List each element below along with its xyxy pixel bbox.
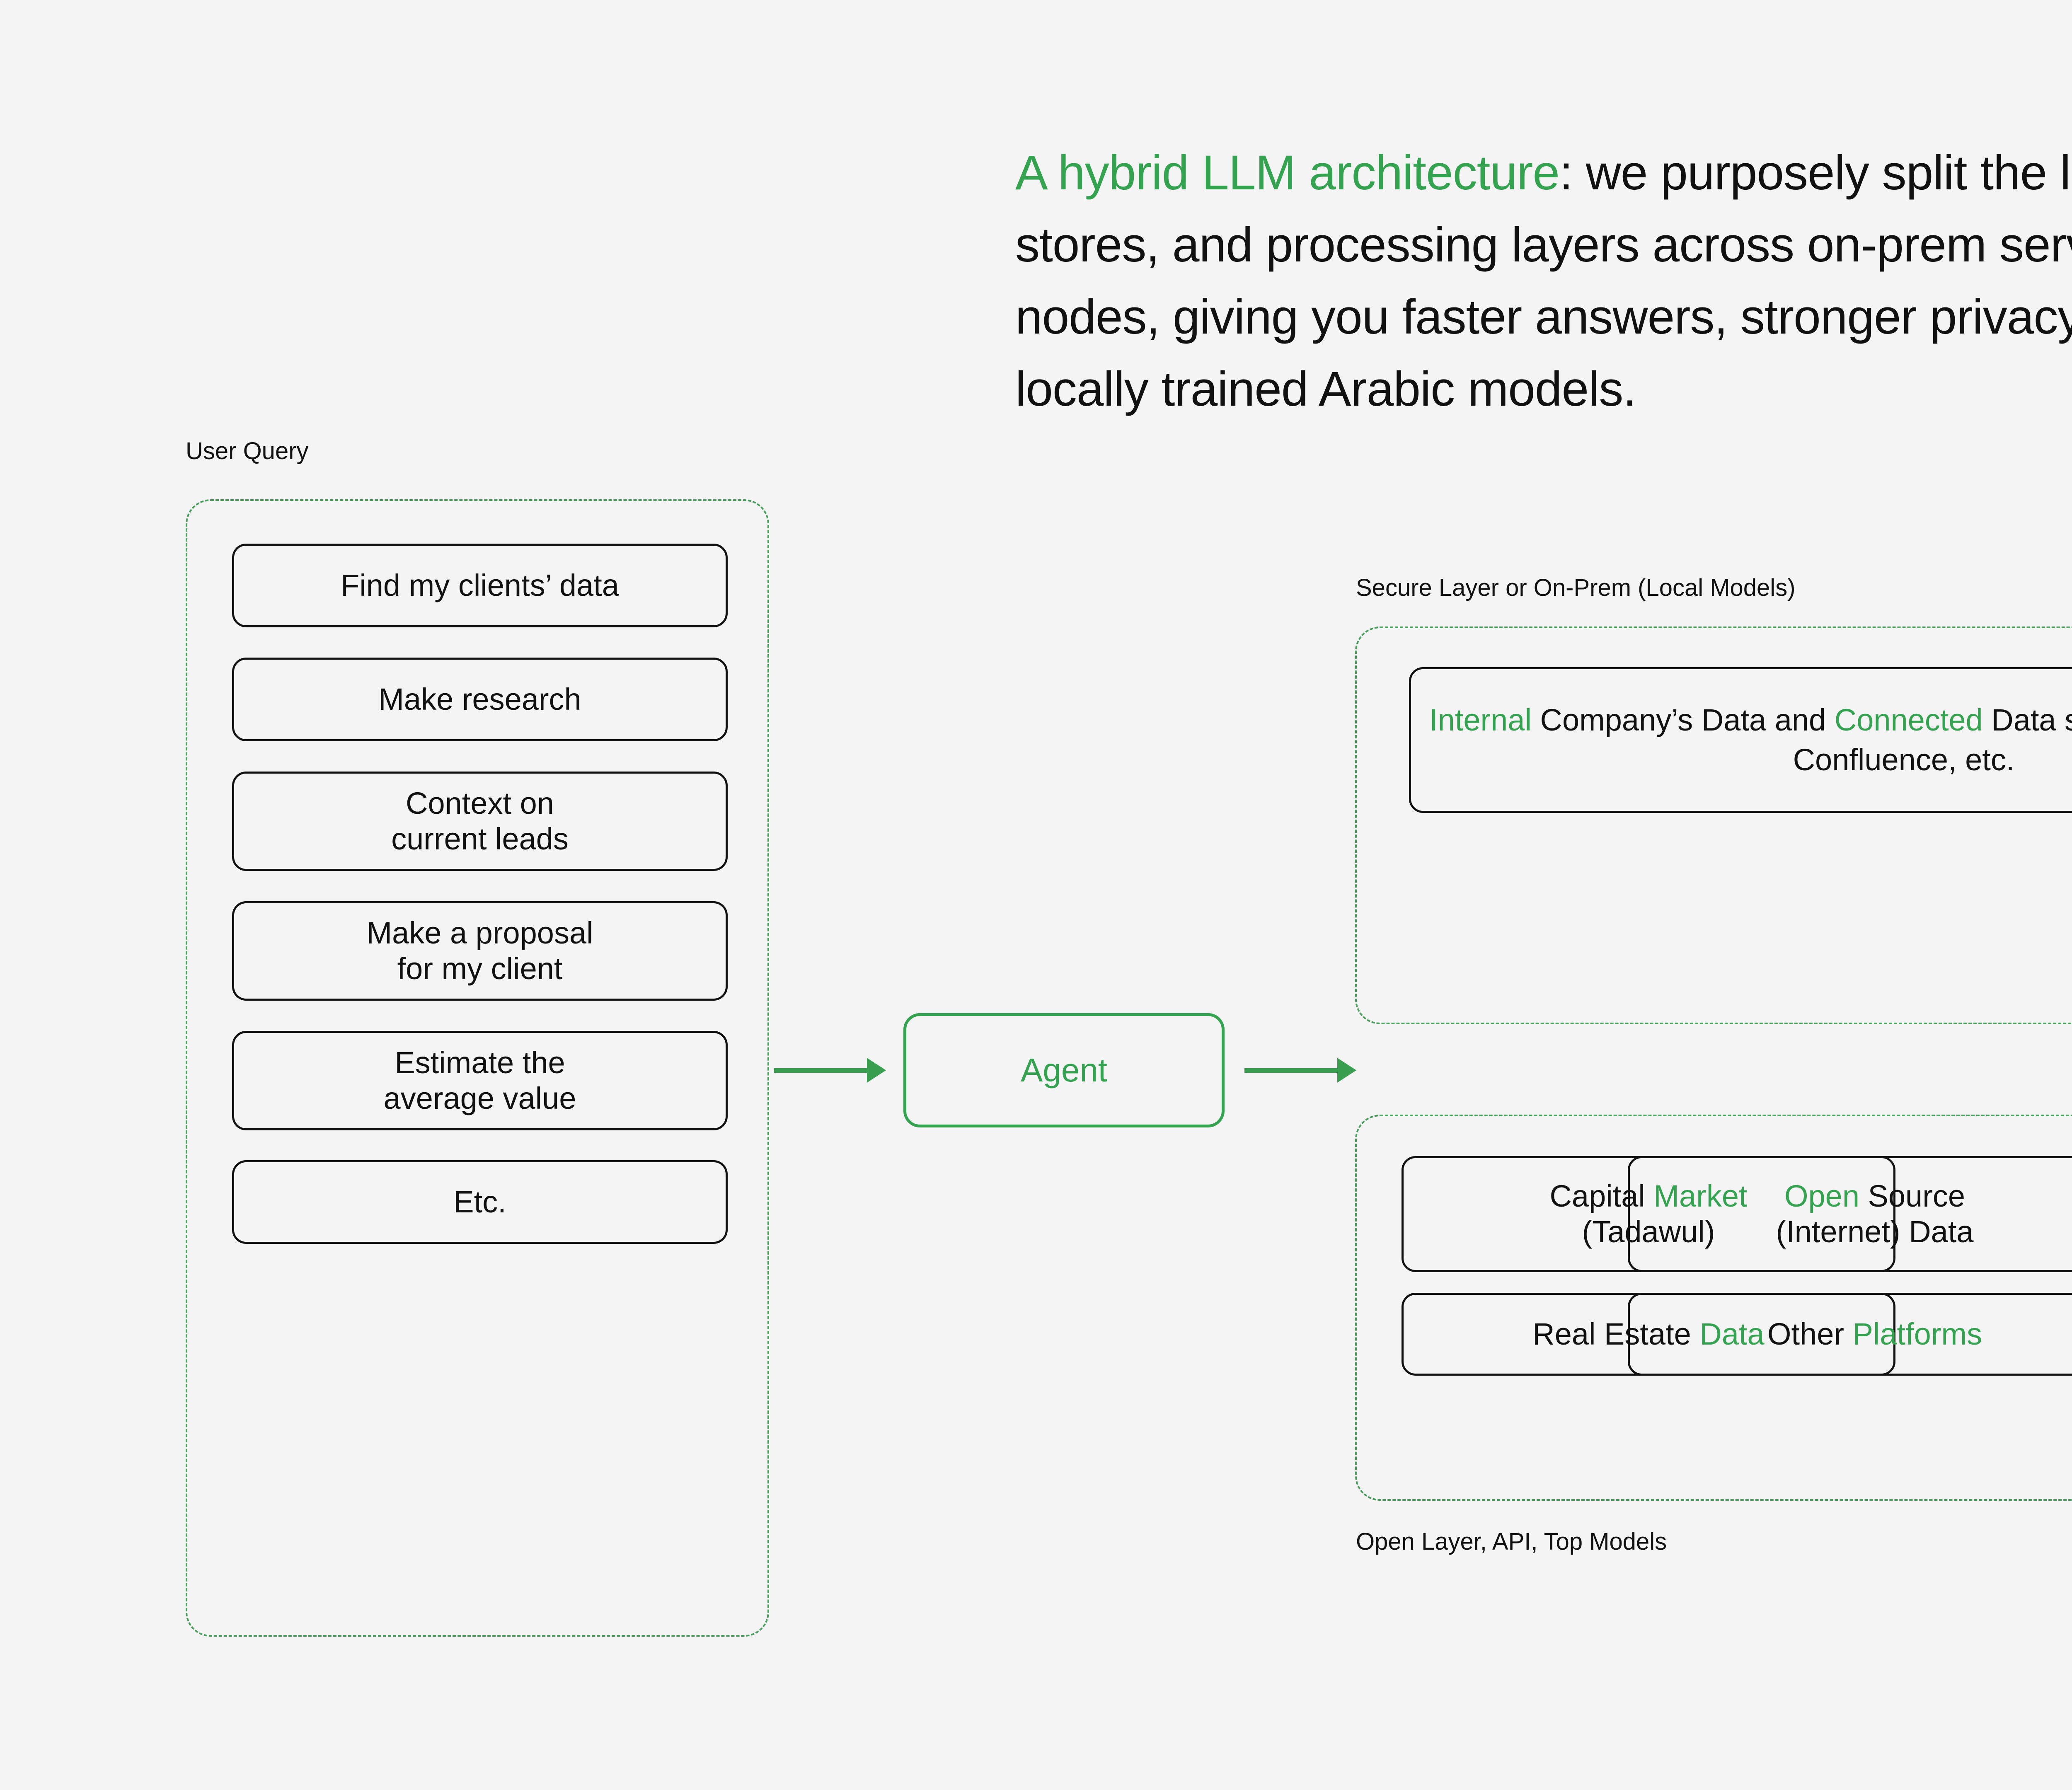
secure-layer-card-label: Internal Company’s Data and Connected Da… bbox=[1429, 703, 2072, 777]
open-layer-card-label: Capital Market(Tadawul) bbox=[1549, 1179, 1748, 1249]
caption-user-query: User Query bbox=[186, 438, 309, 464]
agent-node[interactable]: Agent bbox=[903, 1013, 1225, 1127]
open-layer-card-label: Open Source(Internet) Data bbox=[1776, 1179, 1974, 1249]
agent-node-label: Agent bbox=[1020, 1052, 1108, 1089]
caption-open-layer: Open Layer, API, Top Models bbox=[1356, 1528, 1667, 1555]
query-card-0[interactable]: Find my clients’ data bbox=[232, 544, 728, 627]
open-layer-card-1[interactable]: Open Source(Internet) Data bbox=[1628, 1156, 2072, 1272]
secure-layer-card[interactable]: Internal Company’s Data and Connected Da… bbox=[1409, 667, 2072, 813]
query-card-1[interactable]: Make research bbox=[232, 658, 728, 741]
caption-secure-layer: Secure Layer or On-Prem (Local Models) bbox=[1356, 574, 1796, 601]
open-layer-card-label: Real Estate Data bbox=[1532, 1317, 1765, 1351]
arrow-agent-to-data-layers bbox=[1244, 1058, 1356, 1083]
arrow-head-icon bbox=[867, 1058, 886, 1083]
arrow-shaft bbox=[774, 1068, 869, 1073]
query-card-5[interactable]: Etc. bbox=[232, 1160, 728, 1244]
query-card-label: Make research bbox=[378, 682, 581, 716]
headline-body: : we purposely split the language models… bbox=[1015, 145, 2072, 416]
open-layer-card-label: Other Platforms bbox=[1767, 1317, 1982, 1351]
query-card-label: Find my clients’ data bbox=[341, 568, 619, 602]
headline-text: A hybrid LLM architecture: we purposely … bbox=[1015, 137, 2072, 425]
arrow-user-query-to-agent bbox=[774, 1058, 886, 1083]
arrow-head-icon bbox=[1337, 1058, 1356, 1083]
headline-accent-phrase: A hybrid LLM architecture bbox=[1015, 145, 1560, 200]
secure-layer-group bbox=[1355, 626, 2072, 1024]
query-card-label: Etc. bbox=[453, 1185, 506, 1219]
arrow-shaft bbox=[1244, 1068, 1339, 1073]
open-layer-card-3[interactable]: Other Platforms bbox=[1628, 1293, 2072, 1376]
open-layer-group bbox=[1355, 1115, 2072, 1501]
user-query-group bbox=[186, 499, 769, 1637]
